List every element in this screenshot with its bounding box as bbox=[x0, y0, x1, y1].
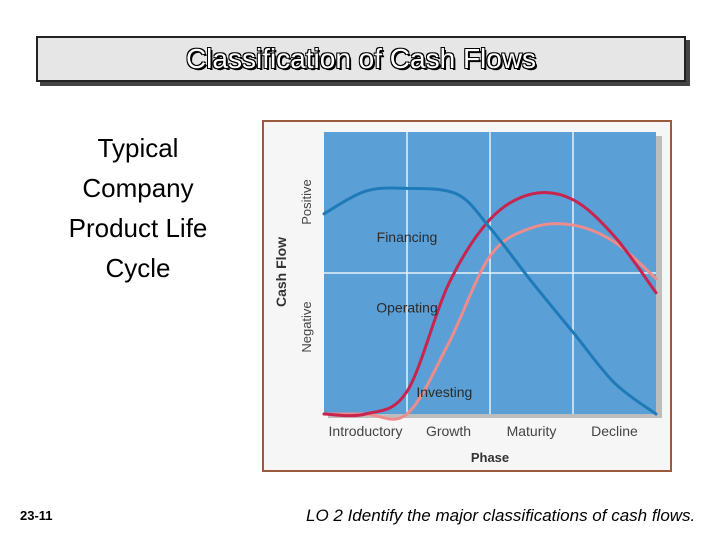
chart-grid bbox=[324, 132, 656, 414]
y-region-label-positive: Positive bbox=[299, 179, 314, 225]
subtitle-line: Cycle bbox=[105, 253, 171, 283]
x-tick-label: Maturity bbox=[507, 423, 557, 439]
series-line-operating bbox=[322, 191, 658, 418]
series-label-operating: Operating bbox=[376, 299, 437, 315]
slide-number: 23-11 bbox=[20, 508, 53, 523]
x-tick-label: Growth bbox=[426, 423, 471, 439]
chart-series bbox=[322, 186, 658, 421]
series-line-financing bbox=[322, 186, 658, 416]
x-tick-label: Introductory bbox=[329, 423, 403, 439]
series-label-financing: Financing bbox=[377, 229, 438, 245]
y-region-label-negative: Negative bbox=[299, 301, 314, 352]
learning-objective-footer: LO 2 Identify the major classifications … bbox=[306, 506, 696, 525]
y-axis-label: Cash Flow bbox=[273, 237, 289, 307]
subtitle-line: Company bbox=[82, 173, 194, 203]
x-tick-label: Decline bbox=[591, 423, 638, 439]
x-tick-labels: Introductory Growth Maturity Decline bbox=[329, 423, 639, 439]
series-line-investing bbox=[322, 222, 658, 421]
x-axis-label: Phase bbox=[471, 450, 509, 465]
slide-title-bar: Classification of Cash Flows bbox=[36, 36, 686, 82]
subtitle-line: Product Life bbox=[68, 213, 208, 243]
subtitle-line: Typical bbox=[97, 133, 179, 163]
slide-title: Classification of Cash Flows bbox=[185, 43, 537, 74]
series-label-investing: Investing bbox=[416, 384, 472, 400]
slide-subtitle: Typical Company Product Life Cycle bbox=[48, 128, 228, 288]
